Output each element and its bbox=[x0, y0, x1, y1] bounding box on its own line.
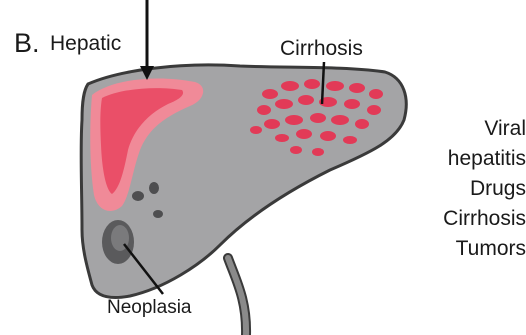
pointer-arrow-hepatic bbox=[140, 0, 154, 80]
panel-letter: B. bbox=[14, 30, 40, 57]
cause-item: hepatitis bbox=[443, 144, 526, 174]
cause-list: Viral hepatitis Drugs Cirrhosis Tumors bbox=[443, 114, 526, 264]
cause-item: Tumors bbox=[443, 234, 526, 264]
neoplasia-label: Neoplasia bbox=[107, 298, 192, 317]
cause-item: Viral bbox=[443, 114, 526, 144]
hepatic-label: Hepatic bbox=[50, 33, 121, 54]
cause-item: Cirrhosis bbox=[443, 204, 526, 234]
cirrhosis-label: Cirrhosis bbox=[280, 38, 363, 59]
cause-item: Drugs bbox=[443, 174, 526, 204]
